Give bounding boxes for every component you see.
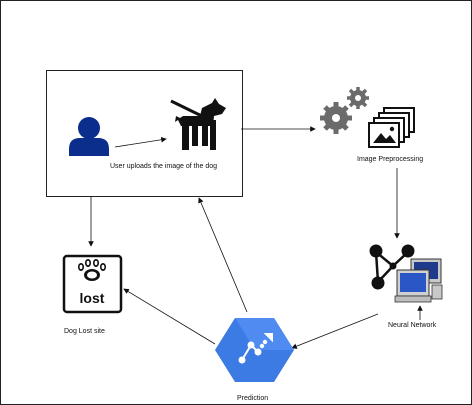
user-icon [69,117,109,156]
prediction-icon [215,318,294,382]
arrow-user-to-dog [114,136,167,148]
computers-icon [394,258,443,303]
dog-on-leash-icon [170,98,226,150]
images-stack-icon [368,107,415,148]
gears-icon [320,87,369,134]
upload-label: User uploads the image of the dog [110,163,218,170]
arrow-prediction-to-box [198,197,248,313]
preprocessing-label: Image Preprocessing [357,156,424,163]
neural-network-label: Neural Network [388,322,437,329]
prediction-label: Prediction [237,395,269,402]
arrow-prediction-to-lost-site [123,288,216,345]
arrow-network-to-prediction [291,313,379,349]
lost-site-label: Dog Lost site [64,328,105,335]
paw-lost-icon: lost [62,254,123,314]
lost-icon-text: lost [80,290,105,306]
network-icon [369,244,415,290]
